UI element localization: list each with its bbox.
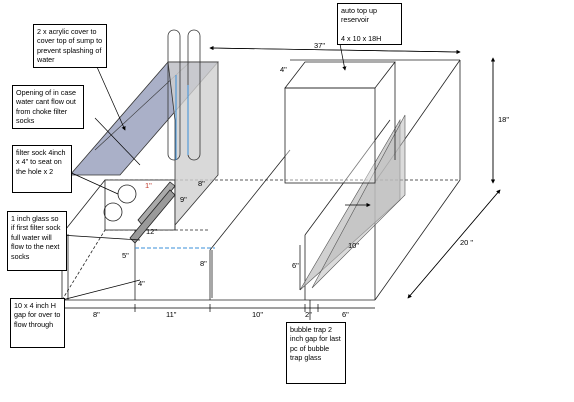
bubble-trap-glass-2: [311, 114, 406, 289]
note-bubble-trap: bubble trap 2 inch gap for last pc of bu…: [286, 322, 346, 384]
dim-sock-8: 8": [198, 179, 205, 188]
dim-reservoir-width: 4": [280, 65, 287, 74]
dim-sock-9: 9": [180, 195, 187, 204]
section-walls: [134, 119, 391, 300]
dim-sock-1: 1": [145, 181, 152, 190]
dim-bubble-6: 6": [292, 261, 299, 270]
dim-depth: 20 ": [460, 238, 473, 247]
dim-sec5: 6": [342, 310, 349, 319]
dim-sec1: 8": [93, 310, 100, 319]
note-opening: Opening of in case water cant flow out f…: [12, 85, 84, 129]
filter-glass-2: [129, 189, 176, 244]
sock-hole-front: [103, 202, 123, 222]
back-panel: [167, 61, 219, 227]
dim-wall-8: 8": [200, 259, 207, 268]
reservoir: [284, 61, 396, 184]
dim-glass-5: 5": [122, 251, 129, 260]
dim-glass-12: 12": [146, 227, 157, 236]
note-filter-sock: filter sock 4inch x 4" to seat on the ho…: [12, 145, 72, 193]
dim-sec3: 10": [252, 310, 263, 319]
dim-sec2: 11": [166, 310, 177, 319]
note-acrylic-cover: 2 x acrylic cover to cover top of sump t…: [33, 24, 107, 68]
note-glass: 1 inch glass so if first filter sock ful…: [7, 211, 67, 271]
dimension-lines: [62, 45, 501, 312]
dim-gap-4: 4": [138, 279, 145, 288]
dim-bubble-10: 10": [348, 241, 359, 250]
dim-gap-2: 2": [305, 310, 312, 319]
note-gap: 10 x 4 inch H gap for over to flow throu…: [10, 298, 65, 348]
dim-height: 18": [498, 115, 509, 124]
dim-total-length: 37": [314, 41, 325, 50]
note-reservoir: auto top up reservoir 4 x 10 x 18H: [337, 3, 402, 45]
